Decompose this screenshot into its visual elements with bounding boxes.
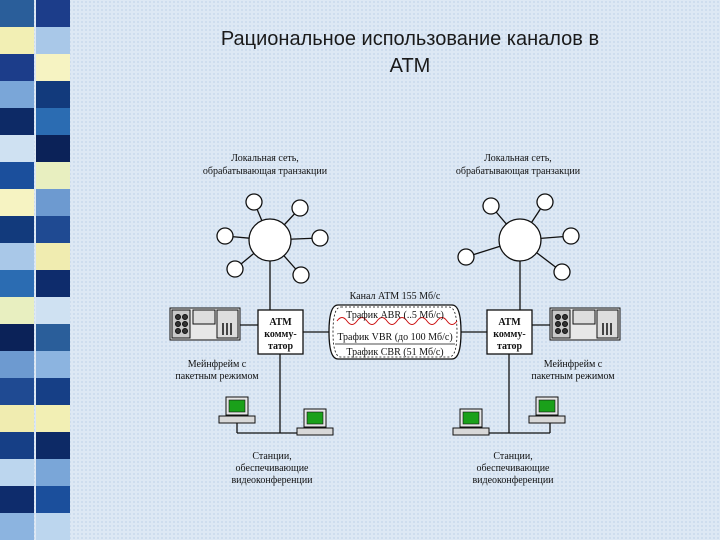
right-atm-switch-label-3: татор [497,341,523,352]
workstation-left-1 [218,396,256,424]
stripe-cell [0,135,34,162]
traffic-cbr-label: Трафик CBR (51 Мб/с) [346,347,443,358]
stripe-cell [36,378,70,405]
stripe-cell [36,486,70,513]
stripe-cell [36,81,70,108]
channel-label: Канал АТМ 155 Мб/с [350,291,441,302]
left-atm-switch-label-1: АТМ [269,317,292,328]
stripe-cell [36,351,70,378]
right-mainframe [549,307,621,341]
right-mainframe-label-2: пакетным режимом [531,371,615,382]
stripe-cell [0,189,34,216]
stripe-cell [0,243,34,270]
slide-title-line-1: Рациональное использование каналов в [220,28,600,50]
atm-channel [303,304,487,360]
left-mainframe-label-2: пакетным режимом [175,371,259,382]
right-lan-star [457,193,580,310]
left-lan-label-line-1: Локальная сеть, [231,153,299,164]
stripe-cell [0,0,34,27]
right-lan-label-line-1: Локальная сеть, [484,153,552,164]
stripe-cell [36,459,70,486]
stripe-cell [36,27,70,54]
right-stations-label-3: видеоконференции [472,475,554,486]
stripe-cell [0,297,34,324]
left-lan-label-line-2: обрабатывающая транзакции [203,166,328,177]
left-atm-switch-label-3: татор [268,341,294,352]
stripe-cell [36,162,70,189]
left-stations-label-1: Станции, [252,451,291,462]
slide-title-line-2: АТМ [389,55,431,77]
stripe-column-right [36,0,70,540]
stripe-cell [0,108,34,135]
right-atm-switch-label-1: АТМ [498,317,521,328]
stripe-cell [0,351,34,378]
station-links [236,354,551,434]
stripe-cell [36,324,70,351]
stripe-cell [36,513,70,540]
stripe-cell [36,243,70,270]
stripe-cell [36,108,70,135]
stripe-cell [36,216,70,243]
stripe-cell [0,432,34,459]
right-stations-label-1: Станции, [493,451,532,462]
left-mainframe-label-1: Мейнфрейм с [188,359,247,370]
stripe-cell [0,216,34,243]
stripe-cell [36,189,70,216]
stripe-cell [0,459,34,486]
stripe-cell [36,0,70,27]
slide-title: Рациональное использование каналов в АТМ [150,26,670,80]
right-lan-label-line-2: обрабатывающая транзакции [456,166,581,177]
right-stations-label-2: обеспечивающие [477,463,551,474]
workstation-right-1 [452,408,490,436]
stripe-column-left [0,0,34,540]
stripe-cell [36,405,70,432]
left-mainframe [169,307,241,341]
stripe-cell [0,270,34,297]
stripe-cell [0,54,34,81]
stripe-cell [36,270,70,297]
stripe-cell [0,324,34,351]
left-atm-switch-label-2: комму- [264,329,296,340]
stripe-cell [0,162,34,189]
stripe-cell [0,513,34,540]
decorative-stripe-bar [0,0,72,540]
traffic-abr-label: Трафик ABR (..5 Мб/с) [346,310,444,321]
stripe-cell [36,432,70,459]
traffic-vbr-label: Трафик VBR (до 100 Мб/с) [337,332,452,343]
stripe-cell [0,405,34,432]
left-stations-label-2: обеспечивающие [236,463,310,474]
stripe-cell [0,378,34,405]
diagram-canvas: Локальная сеть, обрабатывающая транзакци… [169,153,621,486]
left-stations-label-3: видеоконференции [231,475,313,486]
right-atm-switch-label-2: комму- [493,329,525,340]
stripe-cell [0,486,34,513]
stripe-cell [36,297,70,324]
workstation-right-2 [528,396,566,424]
stripe-cell [0,81,34,108]
stripe-cell [36,135,70,162]
stripe-cell [36,54,70,81]
workstation-left-2 [296,408,334,436]
left-atm-switch-box [257,309,304,355]
atm-network-diagram: Локальная сеть, обрабатывающая транзакци… [155,145,635,495]
stripe-cell [0,27,34,54]
left-lan-star [216,193,329,310]
right-mainframe-label-1: Мейнфрейм с [544,359,603,370]
